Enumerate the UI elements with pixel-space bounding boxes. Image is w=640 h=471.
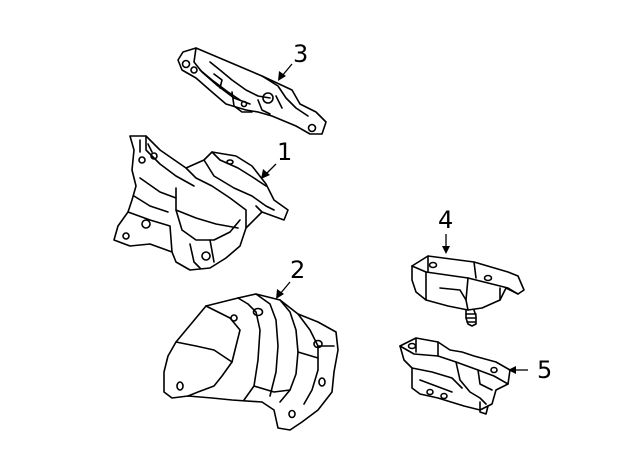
- callout-3: 3: [293, 40, 308, 68]
- callout-5: 5: [537, 356, 552, 384]
- part-1-mount[interactable]: [113, 135, 289, 271]
- callout-2: 2: [290, 256, 305, 284]
- callout-4: 4: [438, 206, 453, 234]
- part-2-mount[interactable]: [163, 293, 339, 431]
- callout-1: 1: [277, 138, 292, 166]
- part-5-insulator[interactable]: [399, 337, 511, 415]
- part-3-bracket[interactable]: [177, 47, 327, 135]
- leader-lines: [261, 63, 528, 374]
- part-4-insulator[interactable]: [411, 255, 525, 327]
